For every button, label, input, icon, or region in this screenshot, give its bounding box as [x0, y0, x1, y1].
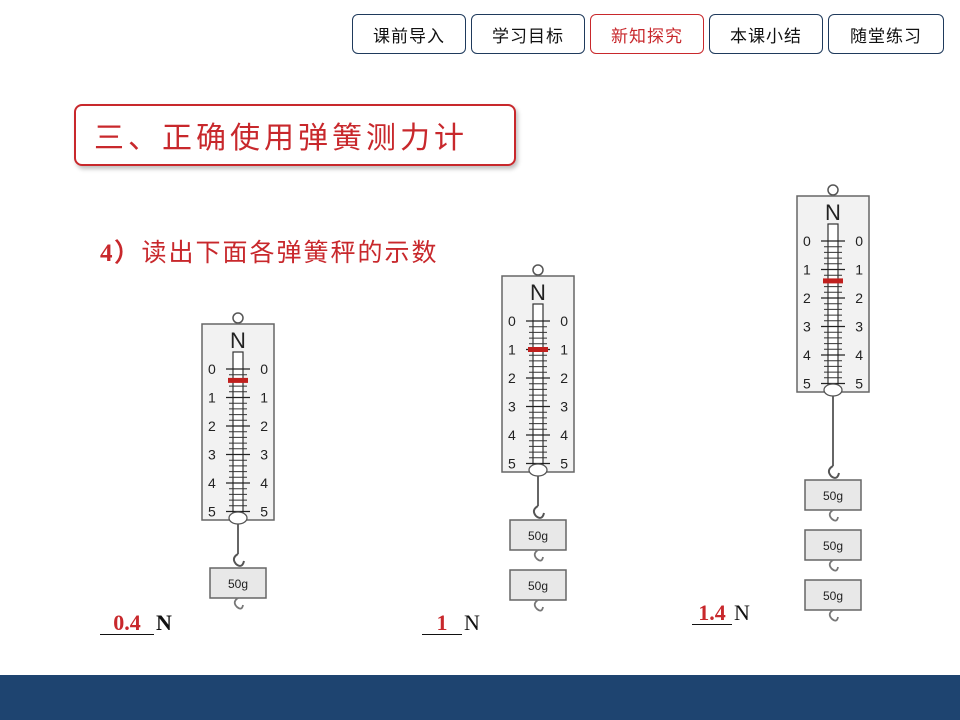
answer-2-value[interactable]: 1: [422, 612, 462, 635]
tick-label-right: 1: [260, 390, 268, 406]
hanging-ring: [532, 264, 544, 276]
tick-label-left: 5: [508, 456, 516, 472]
answer-1-unit: N: [156, 610, 172, 635]
answer-1-value[interactable]: 0.4: [100, 612, 154, 635]
tab-intro[interactable]: 课前导入: [352, 14, 466, 54]
tick-label-right: 1: [560, 342, 568, 358]
hook-loop: [823, 383, 843, 397]
tick-label-left: 4: [508, 427, 516, 443]
tick-label-left: 0: [208, 361, 216, 377]
weight-block: [209, 567, 267, 599]
weight-label: 50g: [228, 577, 248, 591]
question-number: 4）: [100, 240, 142, 267]
hook-curve: [827, 465, 840, 479]
tick-label-left: 2: [508, 370, 516, 386]
weight-label: 50g: [528, 579, 548, 593]
weight-label: 50g: [528, 529, 548, 543]
tick-label-right: 3: [560, 399, 568, 415]
unit-symbol: N: [230, 328, 246, 353]
weight-hook: [233, 597, 244, 610]
weight-hook: [828, 559, 839, 572]
weight-hook: [533, 549, 544, 562]
top-nav: 课前导入 学习目标 新知探究 本课小结 随堂练习: [352, 14, 944, 54]
answer-3-value[interactable]: 1.4: [692, 602, 732, 625]
hook-curve: [232, 553, 245, 567]
tick-label-right: 5: [260, 504, 268, 520]
tick-label-left: 4: [803, 347, 811, 363]
tick-label-left: 5: [208, 504, 216, 520]
weight-block: [804, 529, 862, 561]
tick-label-right: 4: [260, 475, 268, 491]
tick-label-left: 0: [508, 313, 516, 329]
unit-symbol: N: [530, 280, 546, 305]
weight-label: 50g: [823, 539, 843, 553]
tick-label-left: 1: [208, 390, 216, 406]
tick-label-right: 3: [260, 447, 268, 463]
question-text: 读出下面各弹簧秤的示数: [141, 238, 439, 267]
spring-scale-2: N0 0 1 1 2 2 3 3 4 4 5 5 50g 50g: [501, 264, 575, 612]
footer-bar: [0, 675, 960, 720]
weight-hook: [828, 609, 839, 622]
weight-block: [509, 569, 567, 601]
answer-3-unit: N: [734, 600, 750, 625]
tab-objectives[interactable]: 学习目标: [471, 14, 585, 54]
weight-block: [804, 579, 862, 611]
hook-loop: [528, 463, 548, 477]
tick-label-right: 5: [855, 376, 863, 392]
tick-label-right: 3: [855, 319, 863, 335]
tab-explore[interactable]: 新知探究: [590, 14, 704, 54]
hanging-ring: [827, 184, 839, 196]
tick-label-right: 2: [560, 370, 568, 386]
tick-label-right: 5: [560, 456, 568, 472]
pointer: [228, 377, 248, 383]
tick-label-right: 0: [560, 313, 568, 329]
tick-label-right: 0: [260, 361, 268, 377]
tick-label-left: 5: [803, 376, 811, 392]
tick-label-right: 0: [855, 233, 863, 249]
tick-label-left: 1: [508, 342, 516, 358]
tick-label-left: 3: [508, 399, 516, 415]
tick-label-right: 4: [560, 427, 568, 443]
tick-label-left: 0: [803, 233, 811, 249]
tick-label-left: 3: [208, 447, 216, 463]
hanging-ring: [232, 312, 244, 324]
weight-label: 50g: [823, 489, 843, 503]
weight-hook: [533, 599, 544, 612]
tick-label-right: 2: [260, 418, 268, 434]
spring-scale-1: N0 0 1 1 2 2 3 3 4 4 5 5 50g: [201, 312, 275, 610]
tick-label-left: 2: [803, 290, 811, 306]
tab-practice[interactable]: 随堂练习: [828, 14, 944, 54]
hook-curve: [532, 505, 545, 519]
pointer: [823, 278, 843, 284]
spring-scale-3: N0 0 1 1 2 2 3 3 4 4 5 5 50g 50g 50g: [796, 184, 870, 622]
pointer: [528, 347, 548, 352]
unit-symbol: N: [825, 200, 841, 225]
tick-label-right: 1: [855, 262, 863, 278]
weight-block: [804, 479, 862, 511]
tick-label-right: 2: [855, 290, 863, 306]
tick-label-left: 4: [208, 475, 216, 491]
tick-label-left: 2: [208, 418, 216, 434]
tab-summary[interactable]: 本课小结: [709, 14, 823, 54]
section-title: 三、正确使用弹簧测力计: [74, 104, 516, 166]
answer-2-unit: N: [464, 610, 480, 635]
weight-label: 50g: [823, 589, 843, 603]
weight-hook: [828, 509, 839, 522]
question-prompt: 4）读出下面各弹簧秤的示数: [100, 233, 439, 269]
hook-loop: [228, 511, 248, 525]
tick-label-left: 1: [803, 262, 811, 278]
tick-label-left: 3: [803, 319, 811, 335]
tick-label-right: 4: [855, 347, 863, 363]
